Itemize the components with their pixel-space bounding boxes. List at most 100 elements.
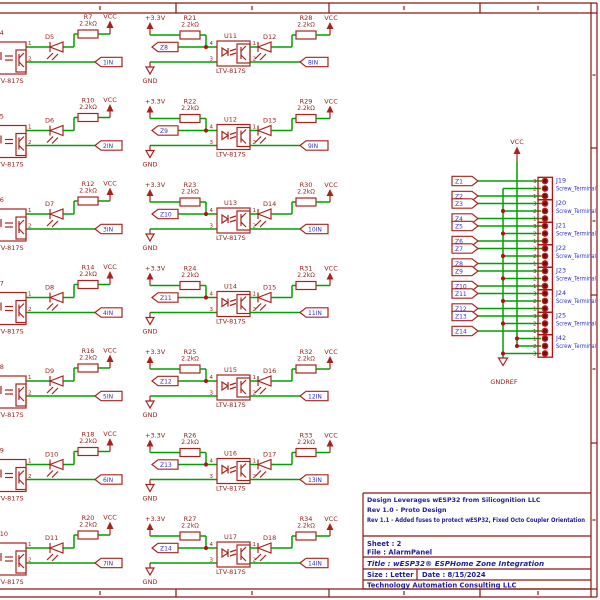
junction-dot [203,44,209,50]
optocoupler-body [0,542,27,576]
diode-arrow [46,136,54,143]
diode-label: D8 [45,284,54,292]
vcc-arrow-icon [106,438,114,446]
resistor-label: R22 [184,98,197,106]
resistor-value: 2.2kΩ [181,356,199,363]
junction-dot [500,276,506,281]
zone-tag-label: Z13 [455,313,467,320]
rail-label: VCC [103,96,117,104]
output-net-tag [299,474,329,485]
diode-arrow [254,553,262,561]
diode-symbol [48,542,64,554]
diode-label: D11 [45,534,58,542]
zone-tag-label: Z1 [455,178,463,185]
resistor-body [295,197,317,207]
pin-number: 3 [210,391,214,397]
rail-label: VCC [324,515,338,523]
opto-transistor [240,296,247,302]
refdes-label: U7 [0,280,4,288]
terminal-ref-label: J23 [555,267,566,275]
net-tag-label: 11IN [308,310,322,317]
junction-dot [500,253,506,259]
optocoupler-body [0,41,27,75]
pin-number: 3 [533,202,537,208]
terminal-pad [541,215,549,222]
vcc-arrow-icon [106,521,114,529]
part-number-label: LTV-817S [0,328,24,336]
opto-coupling-line [229,382,237,386]
diode-arrow [46,219,54,227]
opto-transistor [240,221,247,228]
optocoupler-inner-box [15,132,27,157]
opto-transistor [18,303,25,309]
opto-transistor [240,555,247,562]
rail-label: VCC [324,432,338,440]
pin-number: 3 [533,269,537,275]
opto-led [221,464,230,475]
opto-led [221,130,230,141]
pin-number: 1 [253,41,257,47]
opto-transistor [240,472,247,478]
vcc-arrow-icon [106,104,114,112]
vcc-arrow-icon [326,105,334,113]
resistor-body [179,197,201,207]
optocoupler-inner-box [15,216,27,240]
diode-arrow [51,220,59,228]
resistor-label: R33 [300,432,313,440]
part-number-label: LTV-817S [216,151,246,159]
pin-number: 1 [533,194,537,200]
opto-transistor [240,463,247,469]
terminal-ref-label: J24 [555,289,566,297]
terminal-pad [541,245,549,252]
resistor-value: 2.2kΩ [79,522,97,529]
terminal-pad [541,320,549,327]
net-tag-label: 8IN [308,59,318,66]
opto-transistor [18,386,25,393]
resistor-value: 2.2kΩ [297,105,315,112]
net-tag-label: 9IN [308,143,318,150]
resistor-value: 2.2kΩ [79,271,97,278]
terminal-pad [541,327,549,335]
resistor-body [179,280,201,291]
net-tag-label: 4IN [103,310,113,317]
opto-coupling-line [229,298,237,303]
terminal-part-label: Screw_Terminal [556,232,596,238]
drawing-date: Date : 8/15/2024 [422,571,486,579]
net-tag-label: 6IN [103,477,113,484]
net-tag-label: 10IN [308,226,322,233]
refdes-label: U8 [0,363,4,371]
output-net-tag [94,307,123,318]
opto-transistor [240,379,247,386]
optocoupler-inner-box [236,544,251,565]
pin-number: 2 [28,57,32,63]
terminal-pad [541,290,549,297]
resistor-label: R20 [82,514,95,522]
opto-transistor [240,129,247,135]
junction-dot [203,128,209,133]
diode-symbol [256,41,272,53]
junction-dot [203,211,209,217]
zone-tag-label: Z2 [455,193,463,200]
diode-label: D6 [45,117,54,125]
opto-transistor [18,52,25,59]
vcc-arrow-icon [146,356,154,363]
part-number-label: LTV-817S [216,485,246,493]
pin-number: 4 [210,125,214,131]
output-net-tag [94,140,123,151]
diode-arrow [51,53,59,61]
pin-number: 2 [533,209,537,215]
junction-dot [500,298,506,304]
part-number-label: LTV-817S [0,495,24,503]
terminal-part-label: Screw_Terminal [556,344,596,350]
input-net-tag [151,208,179,220]
diode-arrow [51,471,59,478]
part-number-label: LTV-817S [0,161,24,169]
output-net-tag [94,56,123,68]
pin-number: 4 [210,459,214,465]
